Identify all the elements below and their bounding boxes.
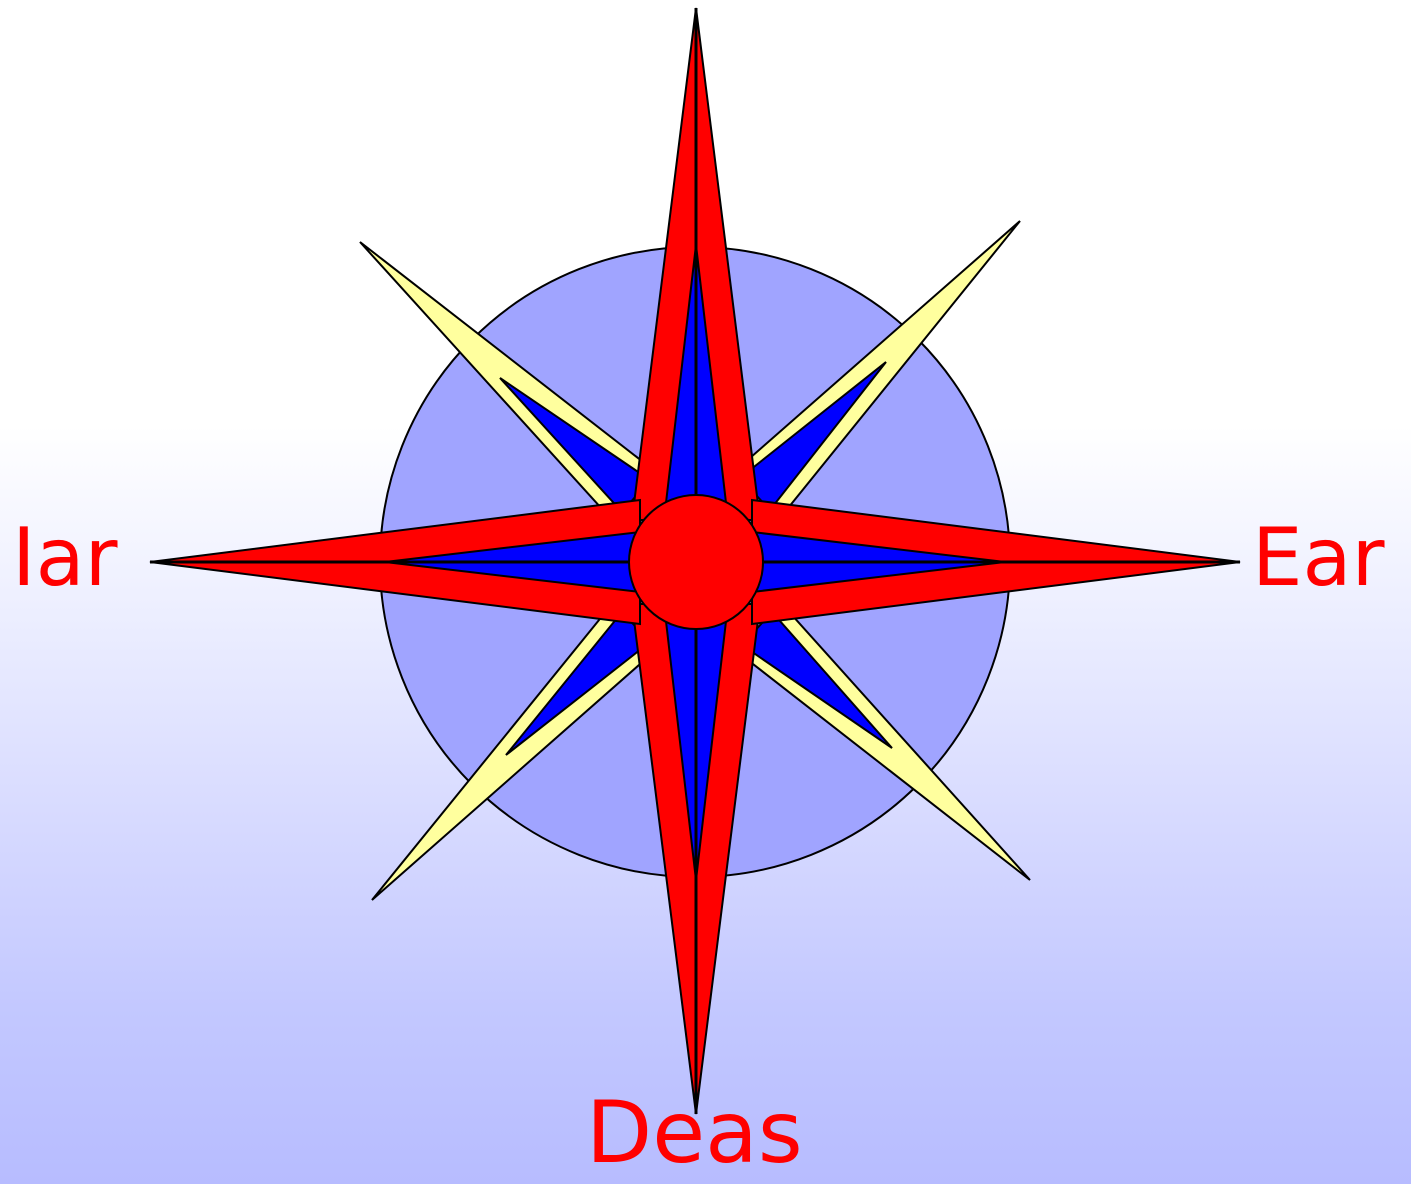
south-label: Deas [586, 1090, 803, 1176]
east-label: Ear [1252, 518, 1384, 598]
west-label: Iar [12, 518, 118, 598]
compass-center-hub [629, 495, 763, 629]
